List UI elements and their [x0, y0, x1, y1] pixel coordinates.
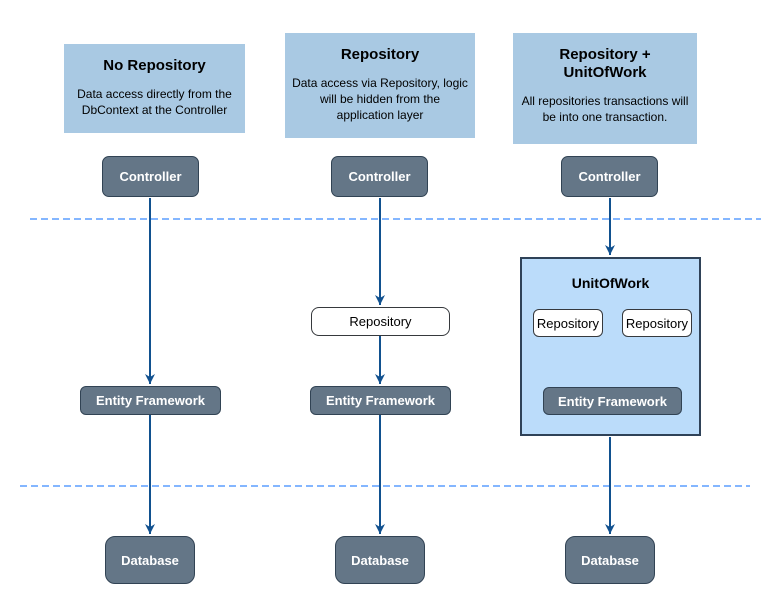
node-col2-database: Database	[335, 536, 425, 584]
node-col2-controller: Controller	[331, 156, 428, 197]
header-repository-unitofwork: Repository + UnitOfWork All repositories…	[513, 33, 697, 144]
node-col3-repository-left: Repository	[533, 309, 603, 337]
node-col2-entity-framework: Entity Framework	[310, 386, 451, 415]
node-col3-repository-right: Repository	[622, 309, 692, 337]
header-no-repository-description: Data access directly from the DbContext …	[77, 87, 232, 117]
node-col3-database: Database	[565, 536, 655, 584]
unitofwork-title: UnitOfWork	[571, 275, 650, 291]
header-repository-unitofwork-description: All repositories transactions will be in…	[521, 94, 689, 124]
header-repository-title: Repository	[340, 46, 420, 63]
node-col3-controller: Controller	[561, 156, 658, 197]
unitofwork-container: UnitOfWork Repository Repository Entity …	[520, 257, 701, 436]
node-col2-repository: Repository	[311, 307, 450, 336]
node-col3-entity-framework: Entity Framework	[543, 387, 682, 415]
header-repository-unitofwork-title: Repository + UnitOfWork	[559, 46, 651, 81]
header-repository: Repository Data access via Repository, l…	[285, 33, 475, 138]
node-col1-database: Database	[105, 536, 195, 584]
header-repository-description: Data access via Repository, logic will b…	[292, 76, 468, 122]
node-col1-controller: Controller	[102, 156, 199, 197]
header-no-repository-title: No Repository	[103, 57, 206, 74]
node-col1-entity-framework: Entity Framework	[80, 386, 221, 415]
header-no-repository: No Repository Data access directly from …	[64, 44, 245, 133]
